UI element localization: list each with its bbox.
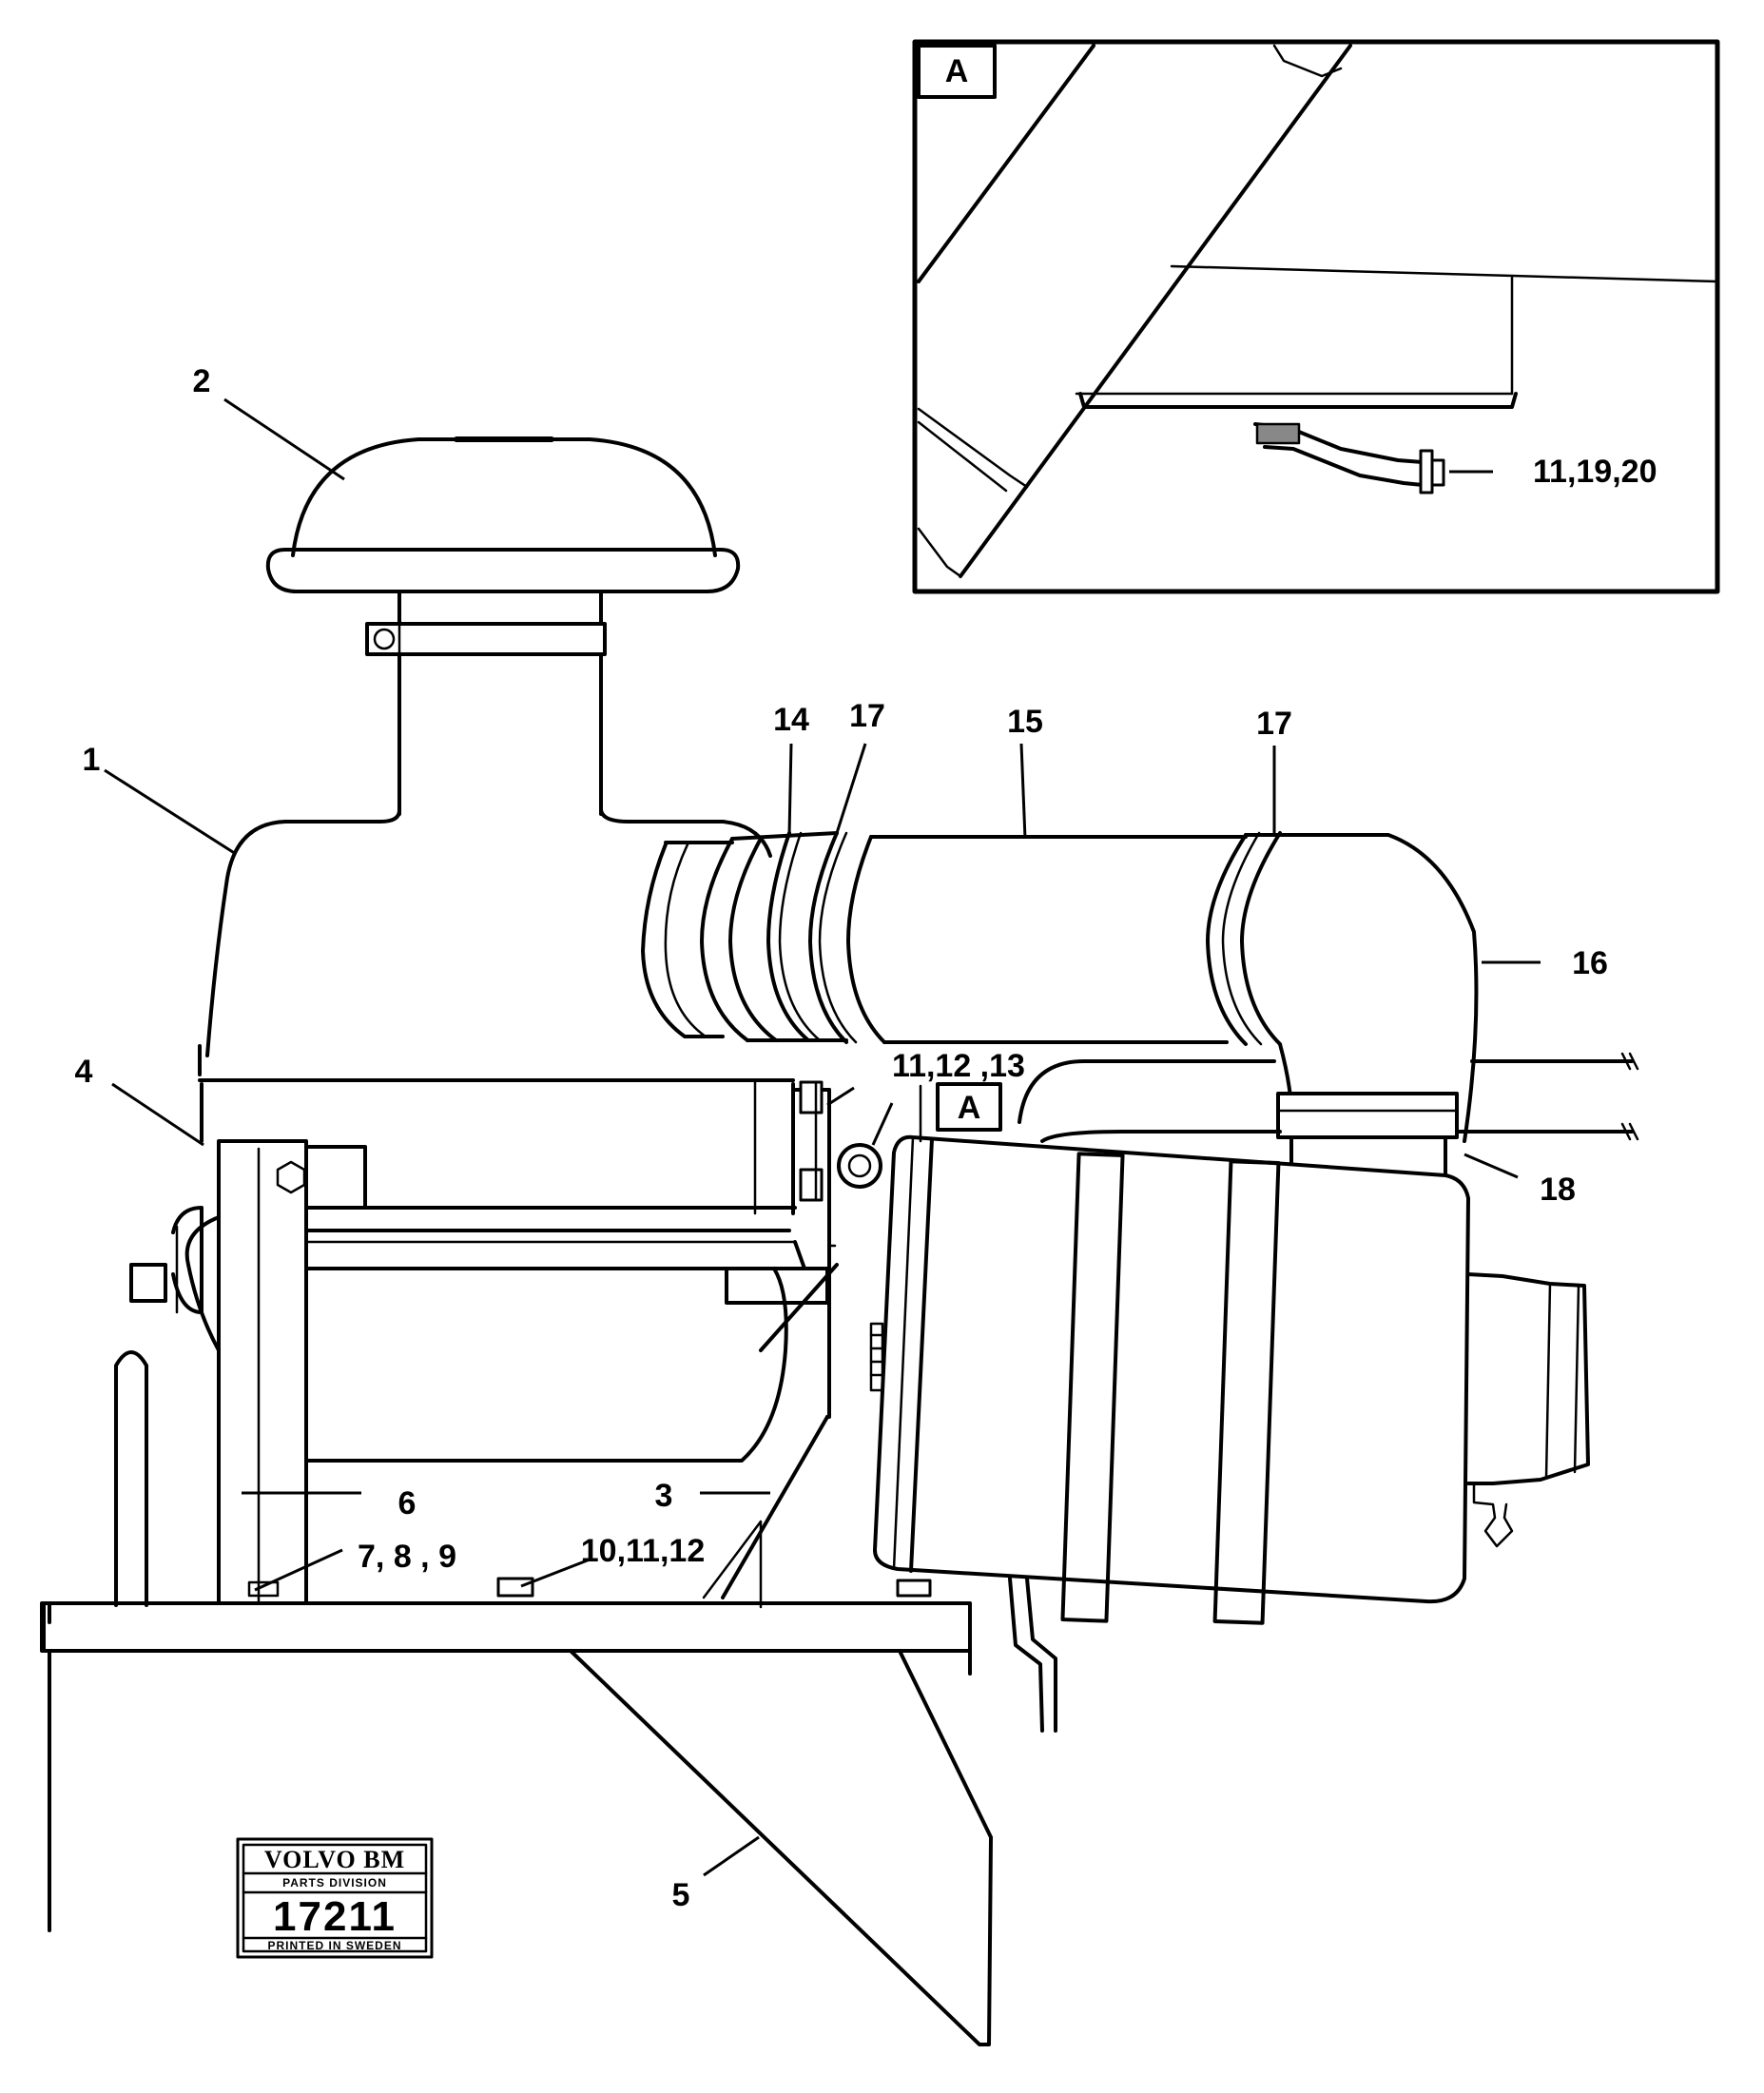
callout-18: 18 (1540, 1172, 1576, 1208)
callout-6: 6 (398, 1485, 417, 1521)
air-cleaner (129, 436, 932, 1605)
callouts: 1 2 3 4 5 6 7, 8 , 9 10,11,12 11,12 ,13 … (75, 363, 1608, 1913)
base-bracket (40, 1263, 993, 2046)
callout-17-right: 17 (1256, 706, 1292, 742)
stamp-brand: VOLVO BM (264, 1846, 405, 1873)
callout-11-12-13: 11,12 ,13 (892, 1048, 1025, 1084)
callout-5: 5 (672, 1877, 690, 1913)
callout-15: 15 (1007, 704, 1043, 740)
callout-2: 2 (193, 363, 211, 399)
callout-11-19-20: 11,19,20 (1533, 454, 1657, 490)
callout-7-8-9: 7, 8 , 9 (358, 1539, 456, 1575)
callout-3: 3 (655, 1478, 673, 1514)
parts-stamp: VOLVO BM PARTS DIVISION 17211 PRINTED IN… (236, 1837, 434, 1959)
detail-a-reference: A (871, 1082, 1002, 1146)
stamp-number: 17211 (273, 1893, 397, 1940)
callout-17-left: 17 (849, 698, 885, 734)
callout-14: 14 (773, 702, 809, 738)
pre-cleaner (869, 1134, 1590, 1733)
callout-1: 1 (83, 742, 101, 778)
intake-pipe (641, 831, 1639, 1187)
stamp-division: PARTS DIVISION (282, 1876, 387, 1890)
callout-10-11-12: 10,11,12 (581, 1533, 705, 1569)
detail-a-inset: A 11,19,20 (912, 39, 1720, 594)
callout-4: 4 (75, 1054, 93, 1090)
leader-lines (104, 397, 1541, 1877)
stamp-footer: PRINTED IN SWEDEN (267, 1939, 401, 1952)
detail-a-label: A (945, 53, 969, 89)
detail-a-label-box (917, 44, 997, 99)
detail-a-ref-label: A (958, 1090, 981, 1126)
callout-16: 16 (1572, 945, 1608, 981)
